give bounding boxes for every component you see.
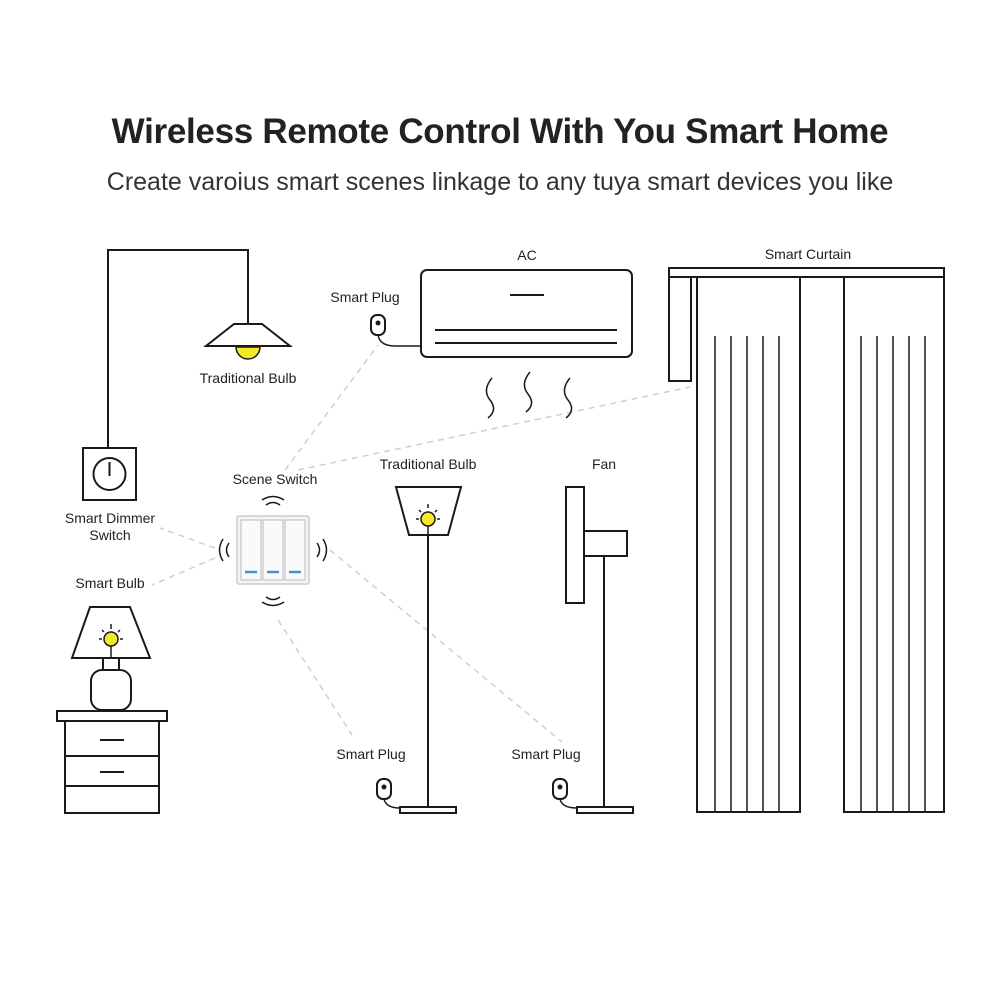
link-to-dimmer-switch: [159, 527, 216, 549]
scene-button-2[interactable]: [262, 519, 284, 581]
floor-lamp: [394, 486, 463, 814]
smart-plug-floor-lamp-label: Smart Plug: [336, 746, 405, 762]
smart-bulb-label: Smart Bulb: [75, 575, 144, 591]
smart-plug-ac-label: Smart Plug: [330, 289, 399, 305]
smart-curtain[interactable]: [668, 267, 945, 813]
curtain-motor: [668, 276, 692, 382]
wireless-links: [151, 344, 691, 743]
traditional-bulb-label: Traditional Bulb: [200, 370, 297, 386]
fan-head: [565, 486, 585, 604]
smart-plug-ac[interactable]: [370, 314, 421, 347]
smart-plug-fan-label: Smart Plug: [511, 746, 580, 762]
curtain-folds: [714, 336, 926, 812]
fan-base: [576, 806, 634, 814]
airflow-icon: [485, 377, 495, 419]
link-to-ac-plug: [284, 344, 379, 471]
plug-cord: [377, 334, 421, 347]
scene-button-1[interactable]: [240, 519, 262, 581]
dimmer-knob-icon: [92, 457, 127, 491]
smart-dimmer-switch[interactable]: [82, 447, 137, 501]
link-to-smart-bulb: [151, 557, 216, 586]
ac-unit-body: [420, 269, 633, 358]
floor-lamp-label: Traditional Bulb: [380, 456, 477, 472]
lamp-wire: [107, 249, 249, 448]
smart-bulb-icon: [103, 631, 119, 647]
curtain-rail: [668, 267, 945, 278]
fan-motor: [583, 530, 628, 557]
wifi-signal-icon: [218, 495, 328, 607]
floor-lamp-base: [399, 806, 457, 814]
ceiling-lamp: [107, 249, 293, 448]
table-lamp-base: [90, 669, 132, 711]
curtain-panel-left: [696, 276, 801, 813]
airflow-icon: [563, 377, 573, 419]
smart-curtain-label: Smart Curtain: [765, 246, 851, 262]
curtain-panel-right: [843, 276, 945, 813]
smart-dimmer-label-line1: Smart Dimmer: [65, 510, 156, 526]
lamp-shade: [203, 323, 293, 347]
nightstand-body: [64, 720, 160, 814]
ceiling-bulb-icon: [235, 346, 261, 360]
scene-switch[interactable]: [218, 495, 328, 607]
airflow-icon: [523, 371, 533, 413]
ac-label: AC: [517, 247, 536, 263]
table-lamp-neck: [102, 657, 120, 671]
smart-plug-fan[interactable]: [552, 778, 578, 809]
link-to-curtain: [297, 386, 691, 471]
page-title: Wireless Remote Control With You Smart H…: [111, 112, 889, 151]
plug-cord: [559, 798, 578, 809]
page-subtitle: Create varoius smart scenes linkage to a…: [106, 168, 894, 196]
scene-button-3[interactable]: [284, 519, 306, 581]
nightstand-top: [56, 710, 168, 722]
plug-cord: [383, 798, 401, 809]
standing-fan: [565, 486, 634, 814]
smart-plug-floor-lamp[interactable]: [376, 778, 401, 809]
table-lamp: [70, 606, 152, 711]
smart-dimmer-label-line2: Switch: [89, 527, 130, 543]
link-to-floor-lamp-plug: [277, 619, 353, 736]
scene-switch-label: Scene Switch: [233, 471, 318, 487]
link-to-fan-plug: [329, 549, 563, 743]
floor-lamp-shade: [394, 486, 463, 536]
floor-lamp-bulb-icon: [420, 511, 436, 527]
nightstand: [56, 710, 168, 814]
fan-label: Fan: [592, 456, 616, 472]
air-conditioner: [420, 269, 633, 419]
